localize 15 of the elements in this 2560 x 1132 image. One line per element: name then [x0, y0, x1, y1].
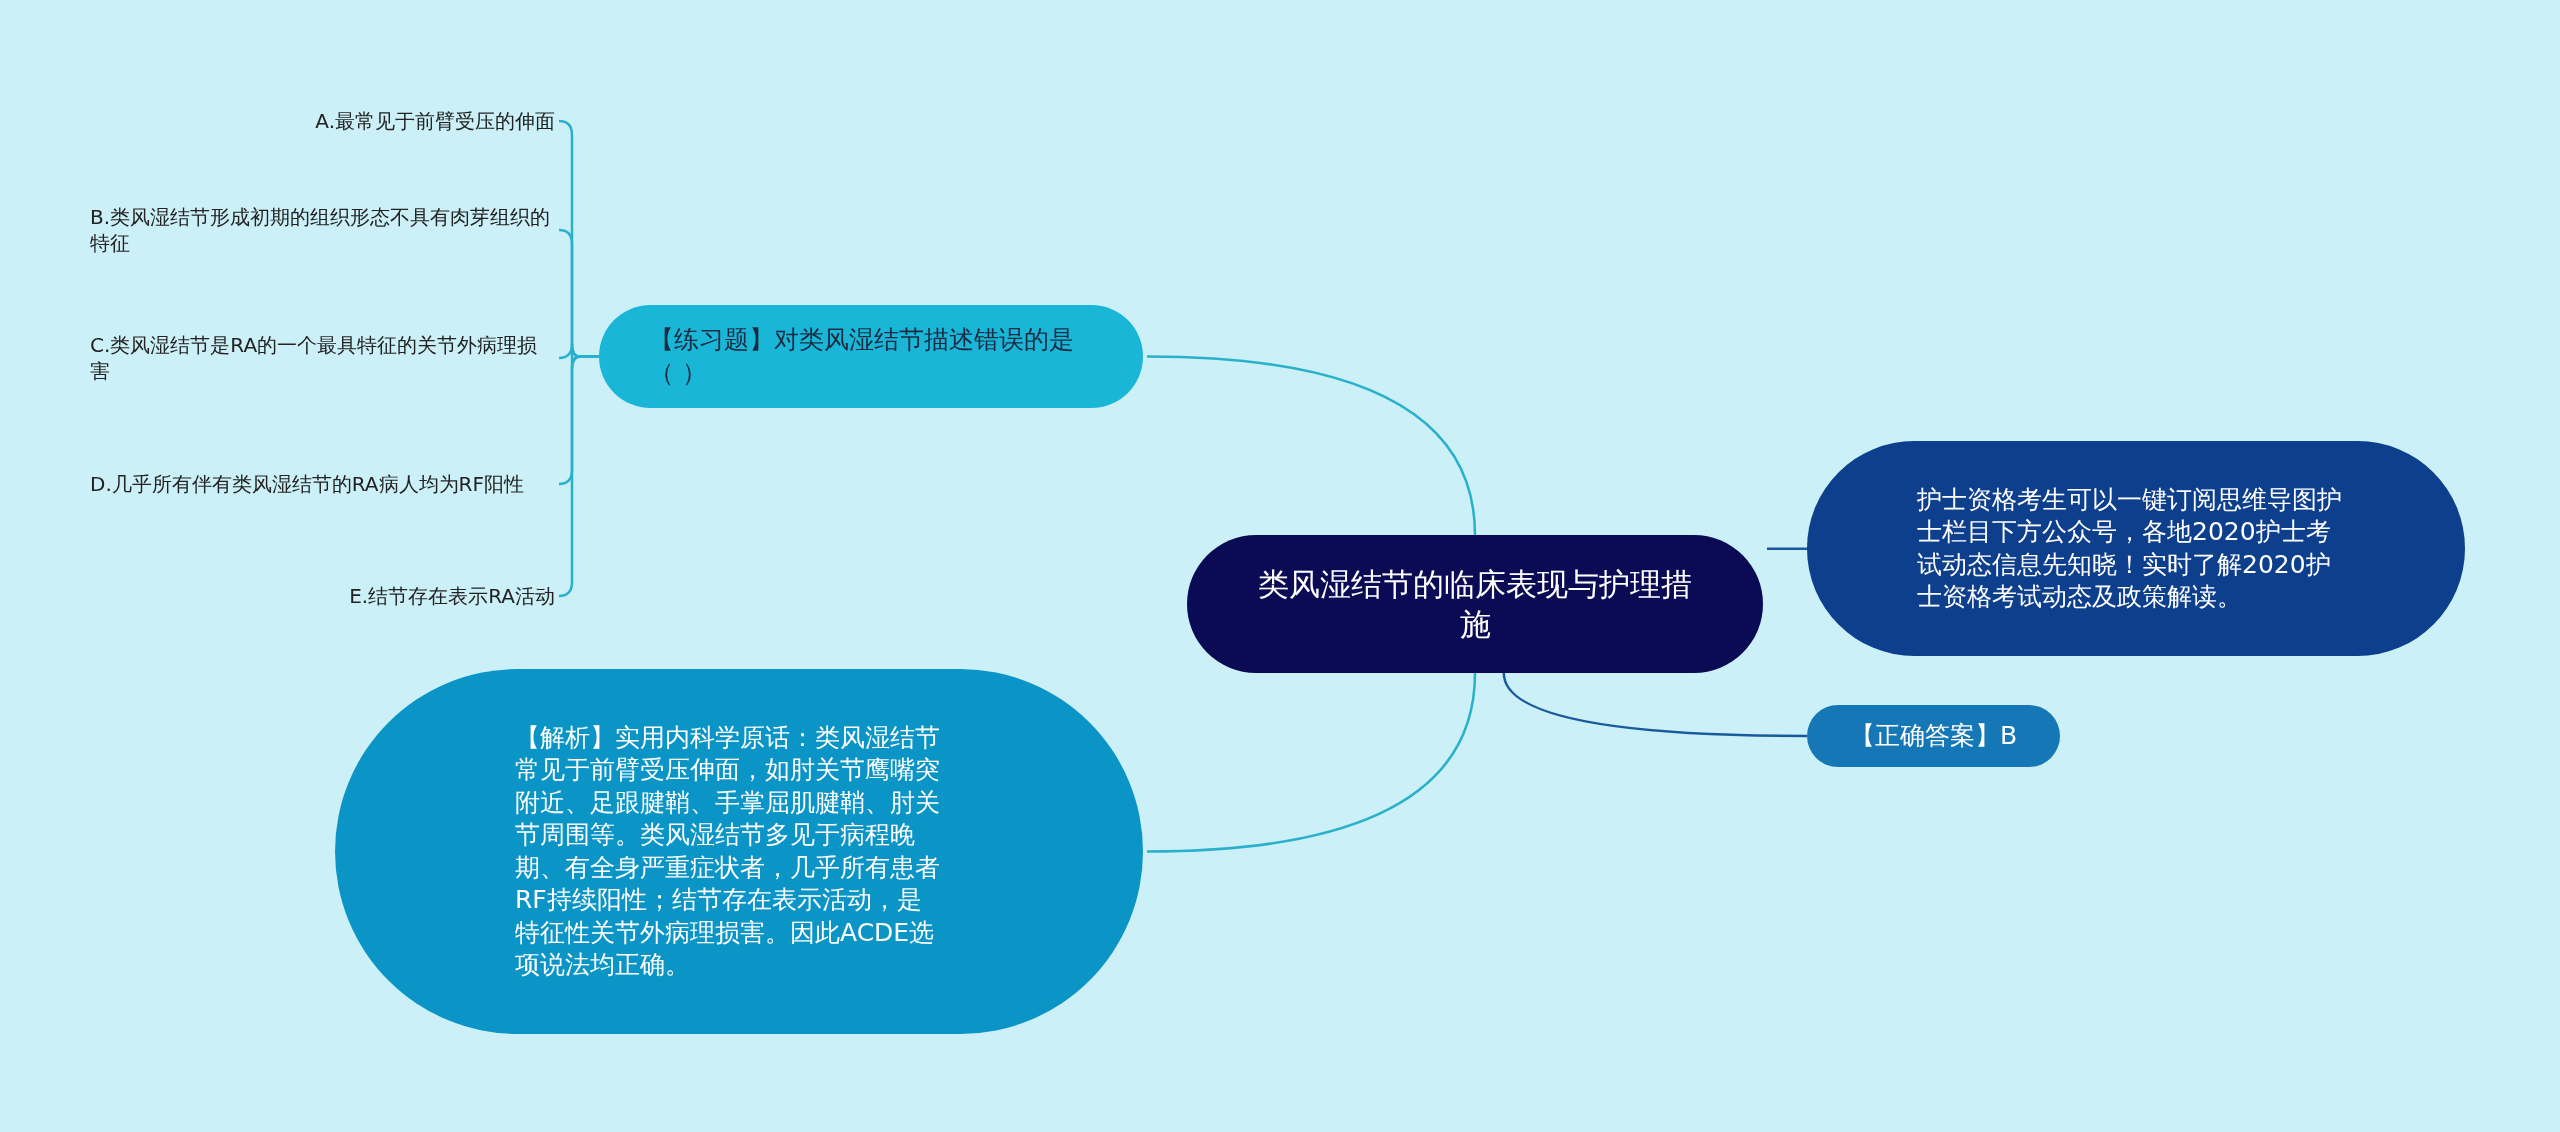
option-text: C.类风湿结节是RA的一个最具特征的关节外病理损害: [90, 332, 539, 384]
topic-text: 【练习题】对类风湿结节描述错误的是（ ）: [649, 324, 1075, 389]
topic-text: 类风湿结节的临床表现与护理措施: [1257, 564, 1693, 644]
option-text: E.结节存在表示RA活动: [349, 583, 555, 609]
connector-line: [1146, 672, 1477, 853]
connector-line: [1502, 672, 1807, 738]
option-text: A.最常见于前臂受压的伸面: [315, 108, 555, 134]
connector-line: [558, 355, 599, 598]
connector-line: [1767, 547, 1807, 551]
connector-line: [1146, 355, 1477, 536]
option-text: B.类风湿结节形成初期的组织形态不具有肉芽组织的特征: [90, 204, 552, 256]
topic-text: 【正确答案】B: [1849, 719, 2018, 752]
option-text: D.几乎所有伴有类风湿结节的RA病人均为RF阳性: [90, 471, 524, 497]
topic-text: 【解析】实用内科学原话：类风湿结节常见于前臂受压伸面，如肘关节鹰嘴突附近、足跟腱鞘、手掌屈肌腱鞘、肘关节周围等。类风湿结节多见于病程晚期、有全身严重症状者，几乎所有患者RF持续阳性；结节存在表示活动，是特征性关节外病理损害。因此ACDE选项说法均正确。: [515, 721, 941, 981]
topic-text: 护士资格考生可以一键订阅思维导图护士栏目下方公众号，各地2020护士考试动态信息先知晓！实时了解2020护士资格考试动态及政策解读。: [1917, 483, 2343, 613]
